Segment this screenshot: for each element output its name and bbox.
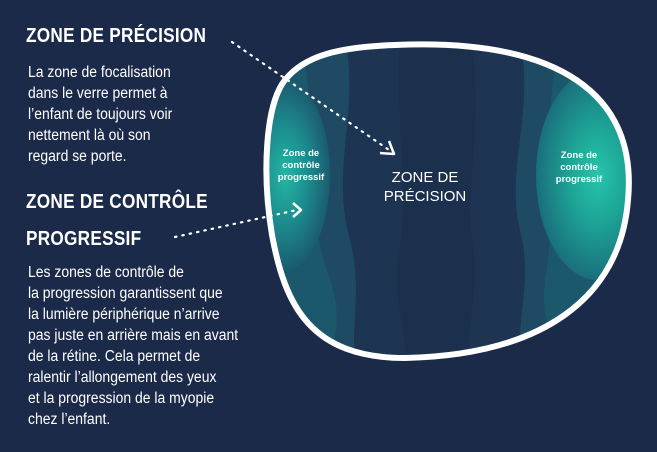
precision-text-line: La zone de focalisation (28, 64, 171, 81)
center-zone-label: ZONE DE PRÉCISION (370, 168, 480, 206)
center-zone-label-line: PRÉCISION (383, 188, 467, 205)
control-pointer-line (173, 208, 299, 239)
right-zone-label-line: contrôle (560, 162, 598, 173)
right-control-zone (536, 70, 629, 280)
control-text-line: la lumière périphérique n’arrive (28, 306, 220, 323)
center-zone-label-line: ZONE DE (391, 169, 459, 186)
control-heading-line-2: PROGRESSIF (26, 228, 142, 250)
lens-outline (263, 41, 632, 362)
precision-text-line: l’enfant de toujours voir (28, 106, 173, 123)
precision-text-line: regard se porte. (28, 148, 127, 165)
right-zone-label-line: Zone de (560, 150, 598, 161)
control-text-line: la progression garantissent que (28, 285, 223, 302)
control-text-line: ralentir l’allongement des yeux (28, 369, 217, 386)
control-description: Les zones de contrôle de la progression … (28, 262, 238, 430)
left-zone-label-line: contrôle (282, 160, 320, 171)
control-text-line: chez l’enfant. (28, 411, 111, 428)
control-heading-line-1: ZONE DE CONTRÔLE (26, 191, 208, 213)
precision-arrowhead-icon (379, 140, 396, 156)
precision-text-line: nettement là où son (28, 127, 151, 144)
left-zone-label-line: Zone de (282, 148, 320, 159)
left-zone-label: Zone de contrôle progressif (268, 148, 334, 184)
right-zone-label-line: progressif (555, 174, 603, 185)
precision-description: La zone de focalisation dans le verre pe… (28, 62, 172, 167)
left-control-zone (266, 80, 330, 270)
precision-text-line: dans le verre permet à (28, 85, 168, 102)
left-zone-label-line: progressif (277, 172, 325, 183)
control-text-line: Les zones de contrôle de (28, 264, 184, 281)
precision-zone-core (396, 44, 476, 359)
precision-pointer-line (230, 40, 394, 154)
precision-heading: ZONE DE PRÉCISION (26, 25, 207, 47)
control-text-line: pas juste en arrière mais en avant (28, 327, 239, 344)
control-text-line: de la rétine. Cela permet de (28, 348, 201, 365)
right-zone-label: Zone de contrôle progressif (546, 150, 612, 186)
control-text-line: et la progression de la myopie (28, 390, 215, 407)
control-arrowhead-icon (292, 202, 303, 218)
